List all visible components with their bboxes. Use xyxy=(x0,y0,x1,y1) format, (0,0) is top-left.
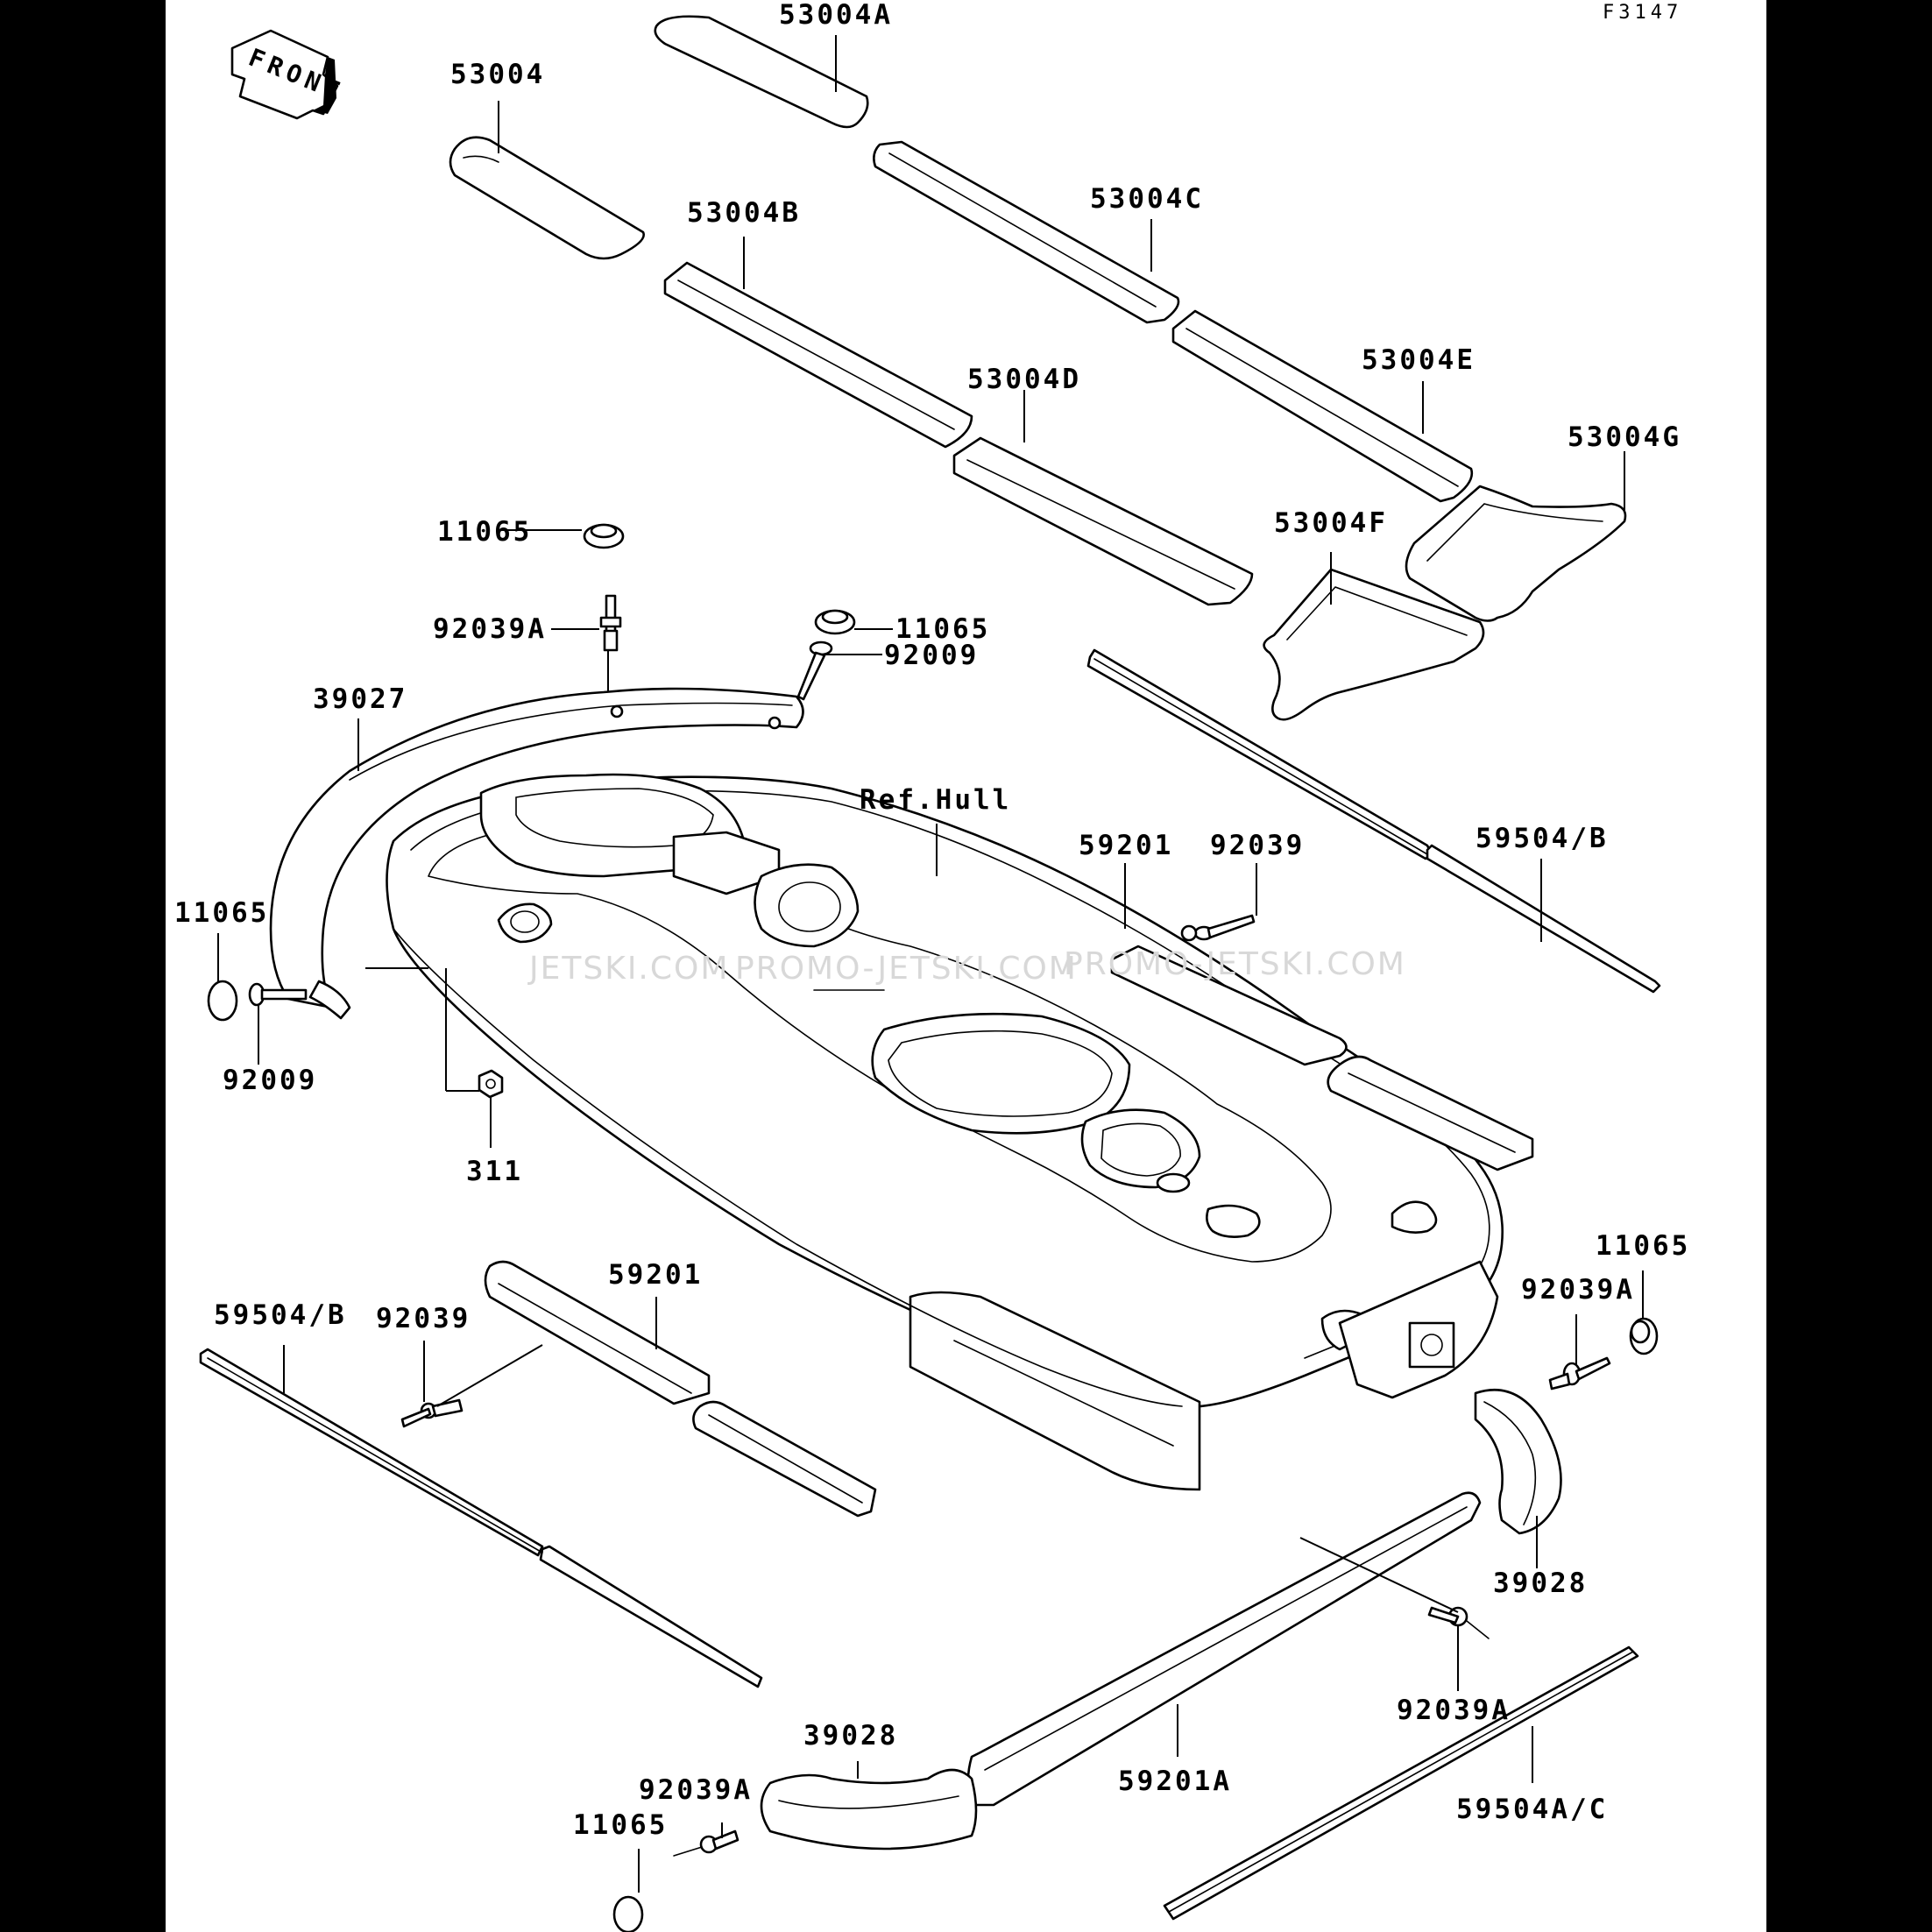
trim-59201A xyxy=(966,1491,1482,1807)
leader-lines xyxy=(217,35,1644,1893)
rub-strip-59504A-C xyxy=(1163,1645,1639,1921)
trim-59201-b xyxy=(484,1260,877,1518)
label-92039-b: 92039 xyxy=(376,1303,471,1334)
label-311: 311 xyxy=(466,1156,523,1187)
label-53004: 53004 xyxy=(450,59,546,90)
label-53004B: 53004B xyxy=(687,197,801,229)
rub-strip-59504B-b xyxy=(199,1348,763,1688)
label-11065-a: 11065 xyxy=(437,516,533,548)
mat-53004A xyxy=(654,15,869,129)
grommet-11065-c xyxy=(207,980,238,1022)
grommet-11065-e xyxy=(612,1895,644,1932)
label-53004G: 53004G xyxy=(1568,421,1681,453)
label-59504A-C: 59504A/C xyxy=(1456,1794,1609,1825)
rub-strip-59504B-a xyxy=(1086,648,1661,994)
label-92039A-c: 92039A xyxy=(1397,1695,1511,1726)
label-59504B-a: 59504/B xyxy=(1476,823,1609,854)
mat-53004D xyxy=(952,436,1254,606)
label-92039-a: 92039 xyxy=(1210,830,1306,861)
label-39028-b: 39028 xyxy=(803,1720,899,1752)
mat-53004G xyxy=(1405,485,1627,622)
label-92039A-d: 92039A xyxy=(639,1774,753,1806)
mat-53004B xyxy=(663,261,973,449)
hull-reference xyxy=(386,773,1504,1491)
label-11065-d: 11065 xyxy=(1596,1230,1691,1262)
mat-53004E xyxy=(1171,309,1474,503)
label-ref-hull: Ref.Hull xyxy=(860,784,1012,816)
rivet-92039A-a xyxy=(599,594,622,652)
watermark-3: PROMO-JETSKI.COM xyxy=(1064,946,1406,982)
bumper-39028-b xyxy=(760,1768,978,1851)
bumper-39028-a xyxy=(1474,1389,1562,1535)
parts-diagram-drawing xyxy=(199,15,1661,1932)
label-59201-b: 59201 xyxy=(608,1259,704,1291)
label-92039A-b: 92039A xyxy=(1521,1274,1635,1306)
label-53004E: 53004E xyxy=(1362,344,1476,376)
label-59504B-b: 59504/B xyxy=(214,1299,347,1331)
label-92009-b: 92009 xyxy=(223,1065,318,1096)
trim-59201-a xyxy=(1110,945,1534,1171)
label-53004A: 53004A xyxy=(779,0,893,31)
mat-53004 xyxy=(449,136,645,260)
label-11065-c: 11065 xyxy=(174,897,270,929)
label-11065-e: 11065 xyxy=(573,1809,669,1841)
mat-53004F xyxy=(1263,568,1485,721)
screw-92009-b xyxy=(248,982,308,1007)
label-53004D: 53004D xyxy=(967,364,1081,395)
label-92039A-a: 92039A xyxy=(433,613,547,645)
grommet-11065-a xyxy=(583,523,625,549)
grommet-11065-b xyxy=(814,609,856,635)
label-53004C: 53004C xyxy=(1090,183,1204,215)
label-39027: 39027 xyxy=(313,683,408,715)
label-39028-a: 39028 xyxy=(1493,1568,1589,1599)
watermark-1: JETSKI.COM xyxy=(529,951,730,987)
label-59201A: 59201A xyxy=(1118,1766,1232,1797)
front-direction-arrow xyxy=(230,29,339,120)
label-92009-a: 92009 xyxy=(884,640,980,671)
mat-53004C xyxy=(873,140,1180,324)
label-11065-b: 11065 xyxy=(895,613,991,645)
rivet-92039-a xyxy=(1180,914,1256,942)
rivet-92039A-b xyxy=(1548,1356,1611,1391)
parts-diagram-sheet: F3147 FRONT JETSKI.COM PROMO-JETSKI.COM … xyxy=(166,0,1766,1932)
label-59201-a: 59201 xyxy=(1079,830,1174,861)
screw-92009-a xyxy=(796,640,833,701)
grommet-11065-d xyxy=(1629,1317,1659,1355)
watermark-2: PROMO-JETSKI.COM xyxy=(735,951,1078,987)
nut-311 xyxy=(478,1069,504,1099)
rivet-92039-b xyxy=(400,1398,464,1428)
bumper-39027 xyxy=(269,687,804,1020)
label-53004F: 53004F xyxy=(1274,507,1388,539)
rivet-92039A-d xyxy=(673,1829,740,1857)
figure-code: F3147 xyxy=(1603,2,1683,24)
